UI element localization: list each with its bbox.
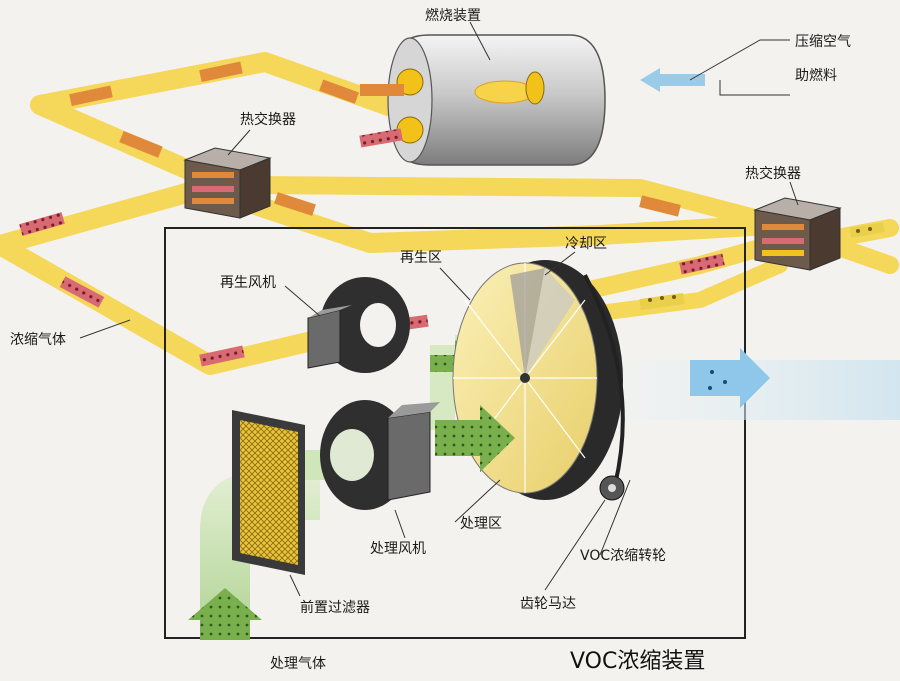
pre-filter: 前置过滤器: [232, 410, 370, 616]
voc-concentrator-frame: [164, 227, 746, 639]
pre-filter-mesh: [240, 420, 298, 565]
flow-voc-5: [679, 253, 725, 275]
heat-exchanger-right: 热交换器: [745, 165, 842, 271]
regen-zone-label: 再生区: [400, 250, 442, 266]
compressed-air-label: 压缩空气: [795, 34, 851, 50]
rotor-drive-belt: [583, 274, 625, 486]
process-gas-arrow: [188, 588, 262, 640]
process-fan-inlet: [330, 429, 374, 481]
rotor-hub: [520, 373, 530, 383]
process-fan-outlet: [387, 411, 431, 501]
voc-rotor-leader: [599, 479, 631, 556]
hx-left-leader: [227, 129, 251, 156]
hx-right-fin-3: [762, 250, 804, 256]
hx-left-fin-3: [192, 198, 234, 204]
flow-dot-e: [868, 227, 872, 231]
regen-fan-inlet: [360, 303, 396, 347]
combustion-inlet-arrow: [360, 84, 404, 96]
diagram-title: VOC浓缩装置: [570, 649, 705, 674]
flow-hot-4: [319, 79, 359, 104]
callouts: 浓缩气体 再生区 冷却区 处理区 VOC浓缩转轮 齿轮马达 处理气体: [10, 236, 666, 672]
concentrated-gas-leader: [79, 319, 131, 339]
flow-arrows: [19, 61, 885, 367]
process-fan-leader: [394, 509, 406, 539]
gear-motor-label: 齿轮马达: [520, 596, 576, 612]
regen-fan-label: 再生风机: [220, 275, 276, 291]
hx-left-fin-2: [192, 186, 234, 192]
regen-fan: 再生风机: [220, 275, 410, 373]
hx-right-fin-2: [762, 238, 804, 244]
rotor-regen-sector: [525, 268, 575, 378]
process-gas-label: 处理气体: [270, 656, 326, 672]
hx-right-leader: [789, 181, 799, 206]
pre-filter-label: 前置过滤器: [300, 599, 370, 616]
flow-voc-2: [59, 276, 105, 308]
process-fan-label: 处理风机: [370, 541, 426, 557]
regen-fan-outlet: [307, 309, 341, 369]
voc-rotor: [452, 260, 625, 501]
pre-filter-leader: [289, 574, 301, 597]
heat-exchanger-left: 热交换器: [183, 111, 296, 219]
voc-rotor-label: VOC浓缩转轮: [580, 548, 666, 564]
gear-motor-leader: [544, 499, 606, 591]
flow-dot-b: [660, 296, 664, 300]
rotor-cooling-sector: [510, 268, 545, 378]
flow-dot-d: [856, 229, 860, 233]
duct-upper-right: [241, 176, 779, 231]
hx-right-side: [809, 207, 841, 271]
air-arrow-icon: [640, 68, 705, 92]
duct-left-loop: [0, 175, 390, 375]
combustion-leader: [469, 21, 491, 61]
flow-hot-5: [639, 195, 681, 217]
regen-zone-leader: [439, 267, 471, 301]
burner-nozzle: [525, 71, 545, 105]
exhaust-dot-2: [723, 380, 727, 384]
cooling-zone-label: 冷却区: [565, 236, 607, 252]
flow-voc-1: [19, 212, 65, 236]
combustion-outlet-arrow: [359, 128, 403, 148]
hx-left-side: [239, 157, 271, 219]
flow-voc-3: [199, 345, 245, 367]
hx-right-fin-1: [762, 224, 804, 230]
combustion-device-label: 燃烧装置: [425, 7, 481, 24]
fuel-leader: [719, 80, 790, 96]
post-fan-flow: [435, 405, 515, 472]
exhaust-dot-3: [708, 386, 712, 390]
air-fuel-leader: [689, 39, 790, 81]
combustion-device: 燃烧装置: [359, 7, 606, 166]
exhaust-flow: [590, 348, 900, 420]
exhaust-dot-1: [710, 370, 714, 374]
process-zone-label: 处理区: [460, 516, 502, 532]
process-fan-outlet-top: [388, 402, 440, 418]
flow-hot-3: [119, 130, 163, 158]
gear-motor-hub: [608, 484, 616, 492]
cooling-zone-leader: [544, 251, 576, 276]
flow-dot-a: [648, 298, 652, 302]
process-zone-leader: [454, 479, 501, 523]
concentrated-gas-label: 浓缩气体: [10, 332, 66, 348]
exhaust-arrow: [690, 348, 770, 408]
air-fuel-legend: 压缩空气 助燃料: [640, 34, 851, 96]
flow-hot-2: [199, 61, 243, 83]
flow-dot-c: [672, 295, 676, 299]
regen-fan-leader: [284, 285, 321, 317]
duct-middle: [215, 185, 780, 253]
hx-left-fin-1: [192, 172, 234, 178]
flow-clean-2: [849, 222, 885, 238]
heat-exchanger-right-label: 热交换器: [745, 165, 801, 182]
process-fan: 处理风机: [320, 400, 440, 557]
flow-hot-1: [69, 85, 113, 107]
flow-hot-6: [274, 192, 316, 216]
heat-exchanger-left-label: 热交换器: [240, 111, 296, 128]
combustion-fuel-label: 助燃料: [795, 67, 837, 84]
